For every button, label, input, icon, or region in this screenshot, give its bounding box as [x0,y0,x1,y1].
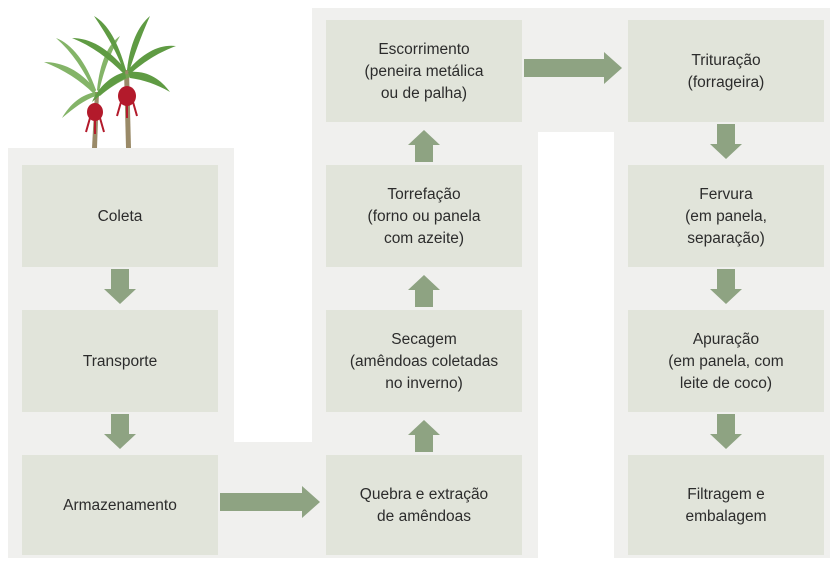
arrow-torrefacao-to-escorrimento [408,130,440,162]
step-label-torrefacao-line-1: Torrefação [387,186,460,203]
step-label-apuracao-line-3: leite de coco) [680,375,772,392]
arrow-transporte-to-armazenamento [104,414,136,449]
step-label-escorrimento-line-3: ou de palha) [381,85,467,102]
step-label-filtragem-line-2: embalagem [686,508,767,525]
step-label-quebra-line-1: Quebra e extração [360,486,488,503]
step-box-transporte [22,310,218,412]
step-label-armazenamento-line-1: Armazenamento [63,497,177,514]
arrow-secagem-to-torrefacao [408,275,440,307]
arrow-trituracao-to-fervura [710,124,742,159]
step-box-apuracao [628,310,824,412]
arrow-apuracao-to-filtragem [710,414,742,449]
step-box-coleta [22,165,218,267]
step-trituracao: Trituração (forrageira) [628,20,824,122]
step-box-filtragem [628,455,824,555]
step-label-escorrimento-line-2: (peneira metálica [365,63,484,80]
flow-arrows [104,52,742,518]
arrow-fervura-to-apuracao [710,269,742,304]
step-label-escorrimento-line-1: Escorrimento [378,41,469,58]
step-label-fervura-line-2: (em panela, [685,208,767,225]
step-label-torrefacao-line-3: com azeite) [384,230,464,247]
step-fervura: Fervura (em panela, separação) [628,165,824,267]
step-box-torrefacao [326,165,522,267]
arrow-escorrimento-to-trituracao [524,52,622,84]
step-label-trituracao-line-2: (forrageira) [688,74,765,91]
step-box-secagem [326,310,522,412]
step-box-fervura [628,165,824,267]
step-quebra: Quebra e extração de amêndoas [326,455,522,555]
step-box-escorrimento [326,20,522,122]
step-armazenamento: Armazenamento [22,455,218,555]
step-filtragem: Filtragem e embalagem [628,455,824,555]
step-label-quebra-line-2: de amêndoas [377,508,471,525]
step-box-armazenamento [22,455,218,555]
arrow-quebra-to-secagem [408,420,440,452]
step-secagem: Secagem (amêndoas coletadas no inverno) [326,310,522,412]
step-apuracao: Apuração (em panela, com leite de coco) [628,310,824,412]
step-label-secagem-line-2: (amêndoas coletadas [350,353,498,370]
step-label-secagem-line-3: no inverno) [385,375,463,392]
step-escorrimento: Escorrimento (peneira metálica ou de palha… [326,20,522,122]
step-torrefacao: Torrefação (forno ou panela com azeite) [326,165,522,267]
palm-tree-icon [44,16,176,148]
step-box-trituracao [628,20,824,122]
arrow-coleta-to-transporte [104,269,136,304]
arrow-armazenamento-to-quebra [220,486,320,518]
step-label-trituracao-line-1: Trituração [691,52,760,69]
step-label-filtragem-line-1: Filtragem e [687,486,765,503]
step-label-fervura-line-1: Fervura [699,186,753,203]
step-label-secagem-line-1: Secagem [391,331,456,348]
step-label-apuracao-line-2: (em panela, com [668,353,783,370]
step-label-transporte-line-1: Transporte [83,353,157,370]
step-transporte: Transporte [22,310,218,412]
step-coleta: Coleta [22,165,218,267]
step-label-apuracao-line-1: Apuração [693,331,759,348]
step-label-coleta-line-1: Coleta [98,208,143,225]
step-label-fervura-line-3: separação) [687,230,765,247]
step-box-quebra [326,455,522,555]
step-label-torrefacao-line-2: (forno ou panela [368,208,481,225]
